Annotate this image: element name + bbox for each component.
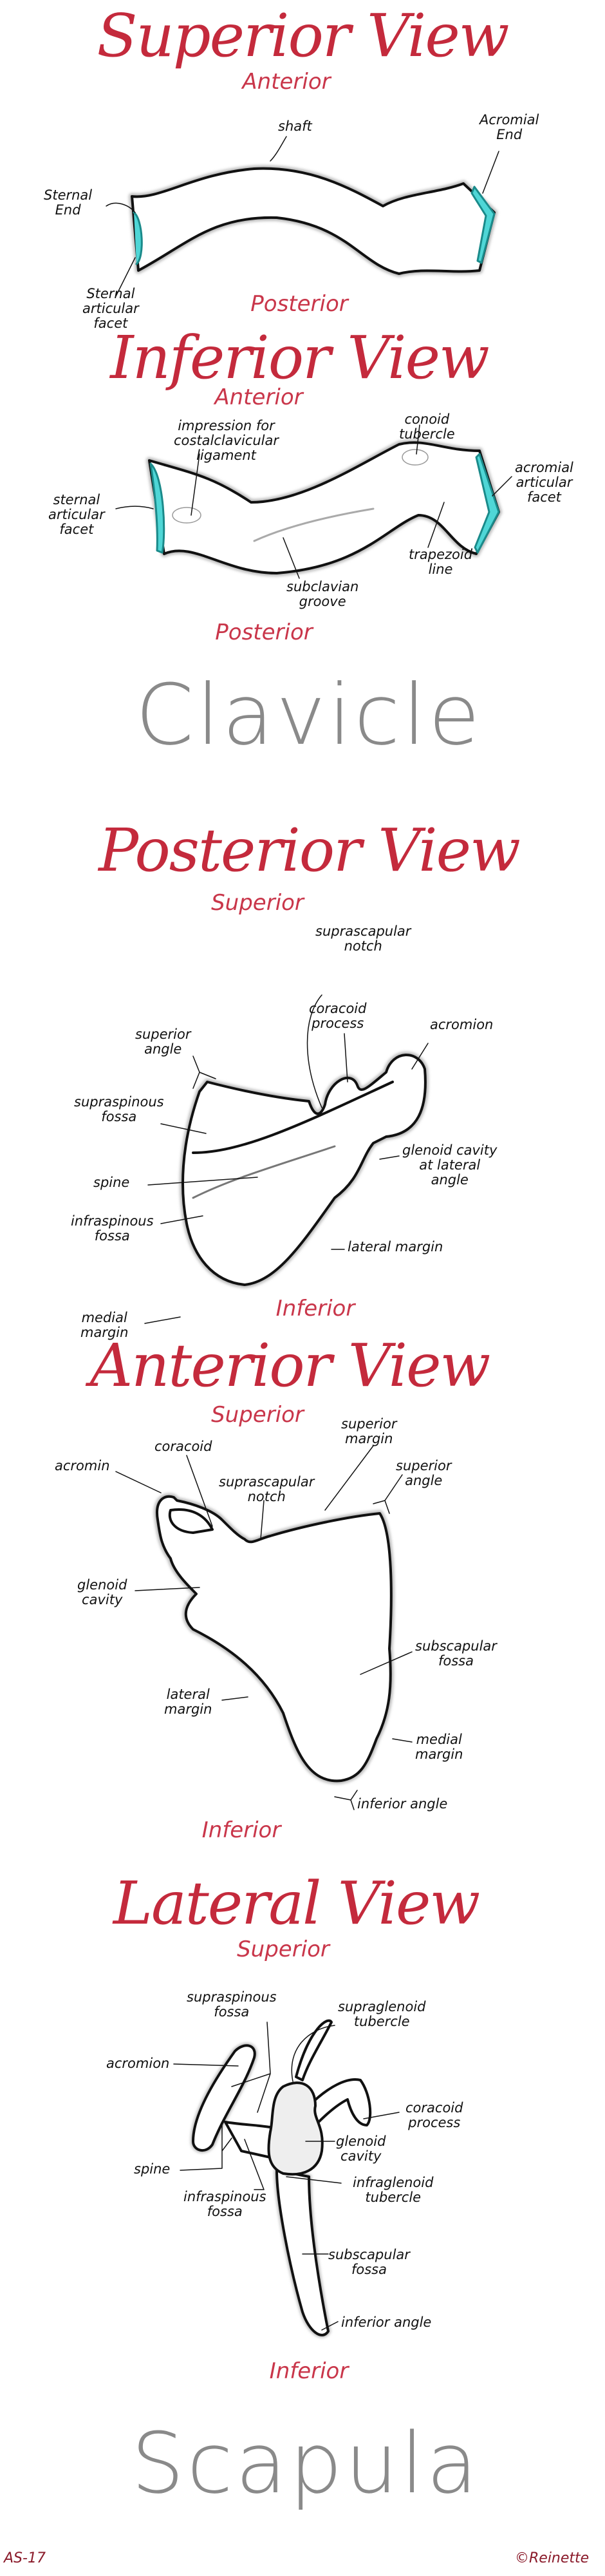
label-acromion: acromion: [430, 1017, 494, 1032]
label-acromion: acromin: [55, 1458, 110, 1473]
direction-superior: Superior: [237, 1937, 330, 1962]
inferior-view-title: Inferior View: [110, 323, 490, 392]
sternal-facet-shape: [133, 211, 143, 265]
label-inferior-angle: inferior angle: [341, 2315, 432, 2330]
label-coracoid: coracoid: [154, 1439, 212, 1454]
label-inferior-angle: inferior angle: [357, 1796, 448, 1812]
direction-inferior: Inferior: [275, 1296, 355, 1321]
label-shaft: shaft: [278, 118, 312, 134]
copyright-notice: ©Reinette: [515, 2550, 590, 2566]
anterior-view-title: Anterior View: [89, 1331, 491, 1400]
direction-anterior: Anterior: [242, 69, 331, 95]
posterior-view-title: Posterior View: [98, 816, 521, 885]
scapula-anterior-drawing: [115, 1445, 413, 1810]
label-lateral-margin: lateral margin: [348, 1239, 443, 1255]
direction-inferior: Inferior: [269, 2358, 349, 2384]
bone-name-scapula: Scapula: [131, 2414, 481, 2512]
scapula-posterior-drawing: [144, 994, 429, 1324]
bone-name-clavicle: Clavicle: [135, 666, 483, 764]
scapula-lateral-drawing: [173, 2019, 400, 2338]
direction-inferior: Inferior: [201, 1817, 281, 1843]
direction-superior: Superior: [211, 1402, 304, 1428]
acromial-facet-shape: [470, 185, 496, 264]
artist-signature: AS-17: [4, 2550, 46, 2566]
superior-view-title: Superior View: [97, 1, 509, 70]
lateral-view-title: Lateral View: [113, 1869, 480, 1938]
direction-posterior: Posterior: [250, 291, 348, 317]
clavicle-inferior-drawing: [115, 424, 512, 579]
direction-posterior: Posterior: [215, 620, 313, 645]
direction-anterior: Anterior: [214, 384, 303, 410]
clavicle-superior-drawing: [106, 136, 499, 297]
direction-superior: Superior: [211, 890, 304, 916]
label-spine: spine: [134, 2161, 171, 2177]
label-spine: spine: [93, 1175, 130, 1190]
label-acromion: acromion: [106, 2056, 170, 2071]
